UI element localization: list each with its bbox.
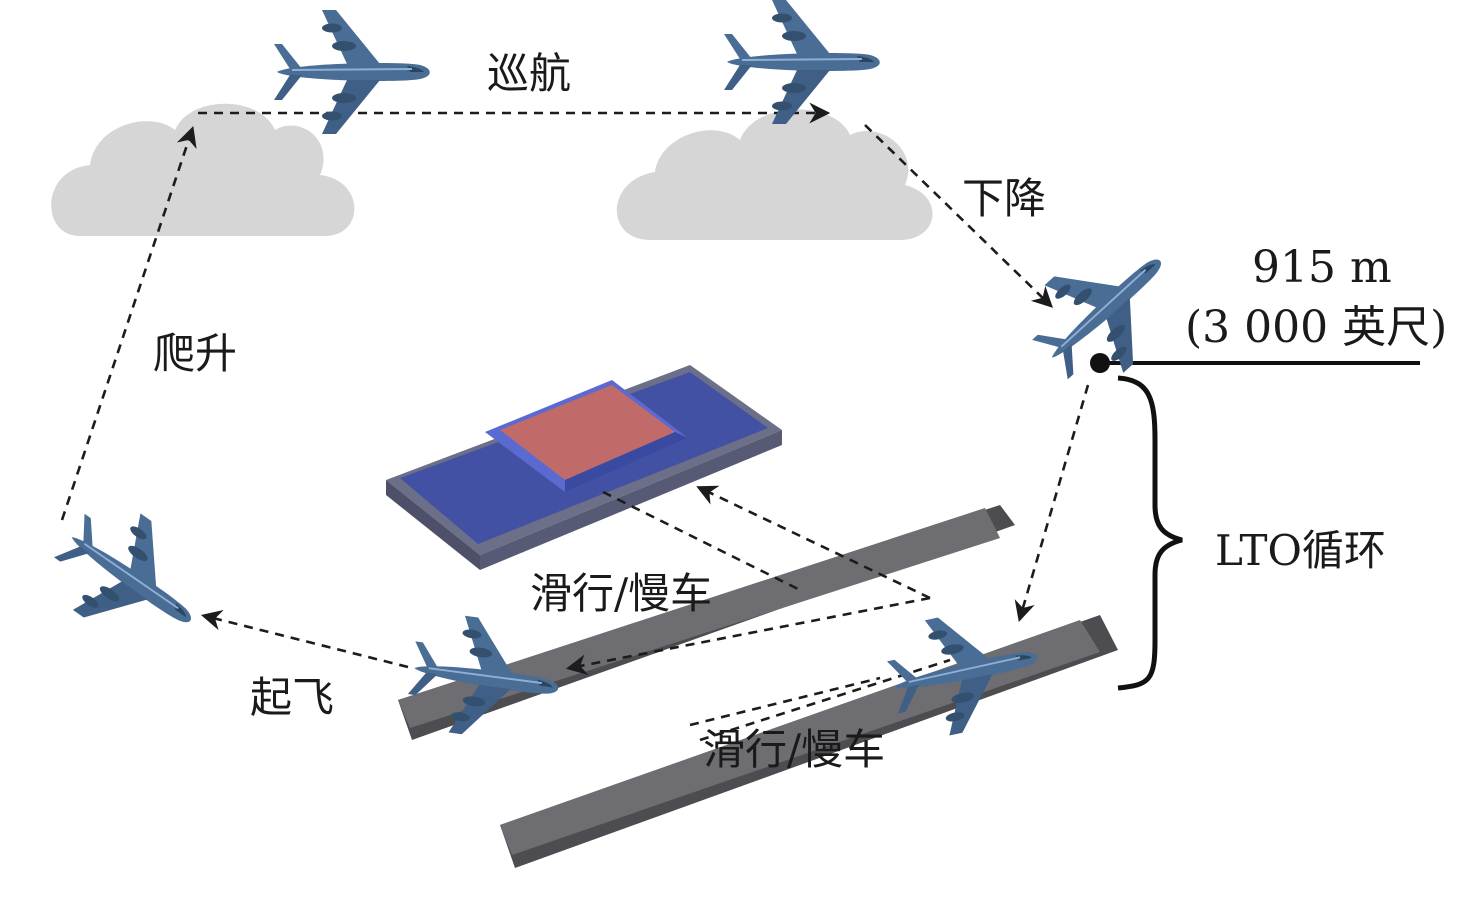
label-altitude-ft: (3 000 英尺) bbox=[1185, 302, 1447, 353]
path-taxi-in-a bbox=[699, 658, 951, 742]
terminal-building bbox=[386, 365, 782, 570]
lto-brace bbox=[1117, 375, 1183, 691]
cloud-right bbox=[616, 109, 933, 241]
label-descent: 下降 bbox=[962, 174, 1046, 223]
label-lto-cycle: LTO循环 bbox=[1215, 526, 1386, 575]
cloud-left bbox=[51, 103, 355, 236]
label-taxi-upper: 滑行/慢车 bbox=[530, 569, 712, 618]
path-taxi-out-a bbox=[602, 490, 801, 592]
altitude-line bbox=[1090, 353, 1420, 373]
path-descent bbox=[864, 124, 1053, 308]
label-cruise: 巡航 bbox=[487, 49, 571, 98]
path-approach bbox=[1014, 384, 1090, 622]
aircraft-descent-icon bbox=[1009, 215, 1201, 405]
path-climb bbox=[60, 126, 197, 521]
path-taxi-to-terminal bbox=[696, 485, 931, 600]
path-takeoff bbox=[200, 609, 409, 669]
aircraft-cruise-right-icon bbox=[723, 0, 881, 125]
aircraft-cruise-left-icon bbox=[273, 9, 431, 135]
runway-upper bbox=[398, 505, 1015, 740]
path-taxi-out-b bbox=[565, 596, 931, 676]
label-taxi-lower: 滑行/慢车 bbox=[703, 725, 885, 774]
label-takeoff: 起飞 bbox=[250, 673, 334, 722]
path-taxi-in-b bbox=[689, 676, 881, 727]
label-climb: 爬升 bbox=[153, 329, 237, 378]
flight-paths bbox=[60, 102, 1090, 742]
label-altitude-m: 915 m bbox=[1252, 242, 1392, 293]
